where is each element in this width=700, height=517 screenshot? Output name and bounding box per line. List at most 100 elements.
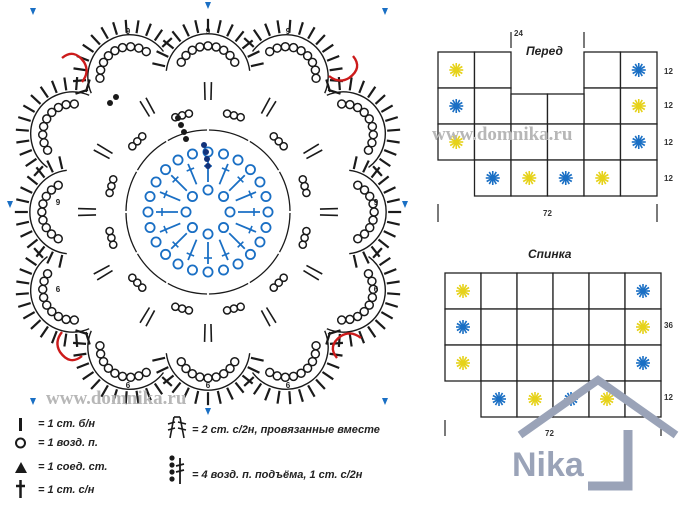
corner-red-arc xyxy=(331,332,362,359)
stitch-mark xyxy=(171,30,182,43)
motif-flower-petal xyxy=(488,171,493,177)
motif-flower-petal xyxy=(636,358,642,363)
chain-stitch xyxy=(53,180,63,191)
front-top-width: 24 xyxy=(514,29,523,38)
chain-stitch xyxy=(195,42,205,52)
arc-line xyxy=(136,253,167,284)
chain-stitch xyxy=(254,176,266,188)
stitch-mark xyxy=(378,157,391,168)
chain-stitch xyxy=(225,50,235,61)
chain-stitch xyxy=(141,367,151,378)
center-dc-bar xyxy=(221,167,230,172)
stitch-mark xyxy=(90,378,101,390)
picot xyxy=(127,273,137,283)
stitch-mark xyxy=(152,356,166,362)
motif-flower-petal xyxy=(458,356,463,362)
motif-flower-petal xyxy=(598,179,602,185)
stitch-mark xyxy=(348,77,353,91)
motif-flower-center xyxy=(532,396,538,402)
stitch-mark xyxy=(264,387,271,401)
stitch-mark xyxy=(16,280,30,285)
stitch-mark xyxy=(26,238,39,249)
motif-flower-petal xyxy=(632,70,638,75)
stitch-mark xyxy=(383,230,396,238)
start-dot xyxy=(204,156,210,162)
stitch-mark xyxy=(22,104,36,113)
motif-flower-petal xyxy=(607,392,612,398)
chain-stitch xyxy=(211,42,221,52)
stitch-mark xyxy=(377,175,390,186)
legend-item-dc: = 1 ст. с/н xyxy=(38,484,95,496)
chain-stitch xyxy=(345,314,355,325)
start-dot xyxy=(175,115,181,121)
picot xyxy=(132,278,142,288)
motif-flower-petal xyxy=(566,179,570,185)
chain-stitch xyxy=(272,371,282,381)
stitch-mark xyxy=(383,149,397,156)
grid-cell xyxy=(516,344,554,382)
stitch-mark xyxy=(50,80,58,94)
chain-stitch xyxy=(144,190,156,202)
chain-stitch xyxy=(117,42,128,53)
stitch-mark xyxy=(250,356,264,362)
stitch-mark xyxy=(30,319,42,330)
motif-flower-petal xyxy=(529,179,534,185)
arc-line xyxy=(251,330,329,390)
motif-flower-center xyxy=(636,67,642,73)
center-dc xyxy=(228,232,246,250)
motif-flower-petal xyxy=(640,65,646,70)
motif-flower-petal xyxy=(644,363,650,368)
chain-stitch xyxy=(69,99,80,109)
grid-cell xyxy=(583,87,622,125)
chain-stitch xyxy=(262,206,274,218)
arc-line xyxy=(208,282,249,295)
motif-flower-petal xyxy=(464,291,470,296)
chain-stitch xyxy=(47,107,57,118)
center-dc-bar xyxy=(172,241,179,248)
motif-flower-petal xyxy=(600,399,606,404)
chain-stitch xyxy=(310,65,321,75)
motif-flower-petal xyxy=(559,173,565,178)
stitch-mark xyxy=(90,34,101,46)
grid-cell xyxy=(588,272,626,310)
motif-flower-petal xyxy=(639,71,643,77)
chain-stitch xyxy=(369,207,379,217)
motif-flower-petal xyxy=(643,284,648,290)
motif-flower-petal xyxy=(608,394,614,399)
chain-stitch xyxy=(69,315,80,325)
picot xyxy=(302,226,311,236)
motif-flower-petal xyxy=(457,137,463,142)
center-dc xyxy=(170,174,188,192)
stitch-mark xyxy=(326,362,340,370)
motif-flower-petal xyxy=(603,178,609,183)
motif-flower-petal xyxy=(643,292,648,298)
motif-flower-petal xyxy=(456,71,461,77)
stitch-mark xyxy=(383,268,397,275)
grid-cell xyxy=(583,123,622,161)
arc-line xyxy=(326,255,386,333)
motif-flower-petal xyxy=(644,291,650,296)
stitch-mark xyxy=(362,160,370,173)
motif-flower-petal xyxy=(640,70,646,75)
motif-flower-center xyxy=(453,103,459,109)
chain-stitch xyxy=(311,73,321,84)
center-dc xyxy=(235,191,257,202)
chain-stitch xyxy=(367,121,378,132)
motif-flower-petal xyxy=(634,143,639,149)
stitch-mark xyxy=(386,139,400,144)
arc-line xyxy=(136,140,167,171)
arc-line xyxy=(87,34,165,94)
motif-flower-petal xyxy=(449,142,455,147)
motif-flower-center xyxy=(599,175,605,181)
legend-symbol-sc xyxy=(19,418,22,431)
row-number-label: 9 xyxy=(126,27,131,36)
motif-flower-petal xyxy=(464,322,470,327)
arc-line xyxy=(251,34,329,94)
chain-stitch xyxy=(232,154,244,166)
stitch-mark xyxy=(100,384,109,398)
back-dim-1: 36 xyxy=(664,321,673,330)
chain-stitch xyxy=(103,363,114,373)
picot xyxy=(184,306,194,315)
motif-flower-petal xyxy=(464,327,470,332)
chain-stitch xyxy=(103,51,114,61)
